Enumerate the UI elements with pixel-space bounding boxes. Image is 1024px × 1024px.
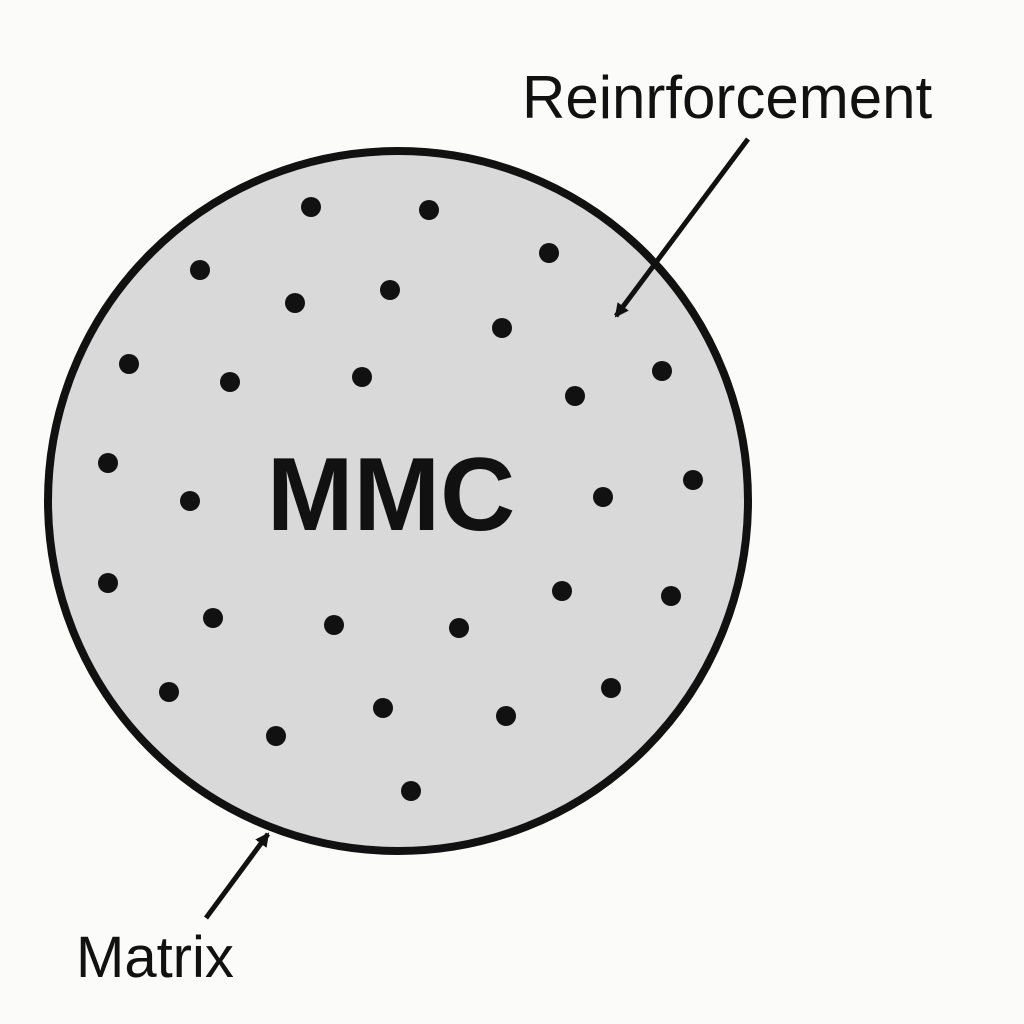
matrix-arrow xyxy=(203,832,271,920)
mmc-center-label: MMC xyxy=(267,437,515,553)
reinforcement-particle xyxy=(539,243,559,263)
reinforcement-particle xyxy=(180,491,200,511)
reinforcement-particle xyxy=(220,372,240,392)
reinforcement-particle xyxy=(380,280,400,300)
reinforcement-particle xyxy=(190,260,210,280)
reinforcement-particle xyxy=(352,367,372,387)
reinforcement-arrow xyxy=(613,137,751,318)
reinforcement-particle xyxy=(266,726,286,746)
reinforcement-particle xyxy=(419,200,439,220)
reinforcement-particle xyxy=(401,781,421,801)
reinforcement-particle xyxy=(301,197,321,217)
reinforcement-particle xyxy=(159,682,179,702)
reinforcement-particle xyxy=(98,453,118,473)
reinforcement-particle xyxy=(98,573,118,593)
reinforcement-particle xyxy=(203,608,223,628)
reinforcement-particle xyxy=(601,678,621,698)
reinforcement-particle xyxy=(119,354,139,374)
matrix-label: Matrix xyxy=(76,925,234,990)
reinforcement-particle xyxy=(324,615,344,635)
reinforcement-particle xyxy=(565,386,585,406)
reinforcement-particle xyxy=(492,318,512,338)
reinforcement-label: Reinrforcement xyxy=(522,64,932,131)
reinforcement-particle xyxy=(373,698,393,718)
reinforcement-particle xyxy=(683,470,703,490)
reinforcement-particle xyxy=(652,361,672,381)
reinforcement-particle xyxy=(285,293,305,313)
reinforcement-particle xyxy=(661,586,681,606)
reinforcement-particle xyxy=(552,581,572,601)
reinforcement-particle xyxy=(449,618,469,638)
matrix-body xyxy=(44,147,752,855)
reinforcement-particles xyxy=(98,197,703,801)
reinforcement-particle xyxy=(593,487,613,507)
reinforcement-particle xyxy=(496,706,516,726)
